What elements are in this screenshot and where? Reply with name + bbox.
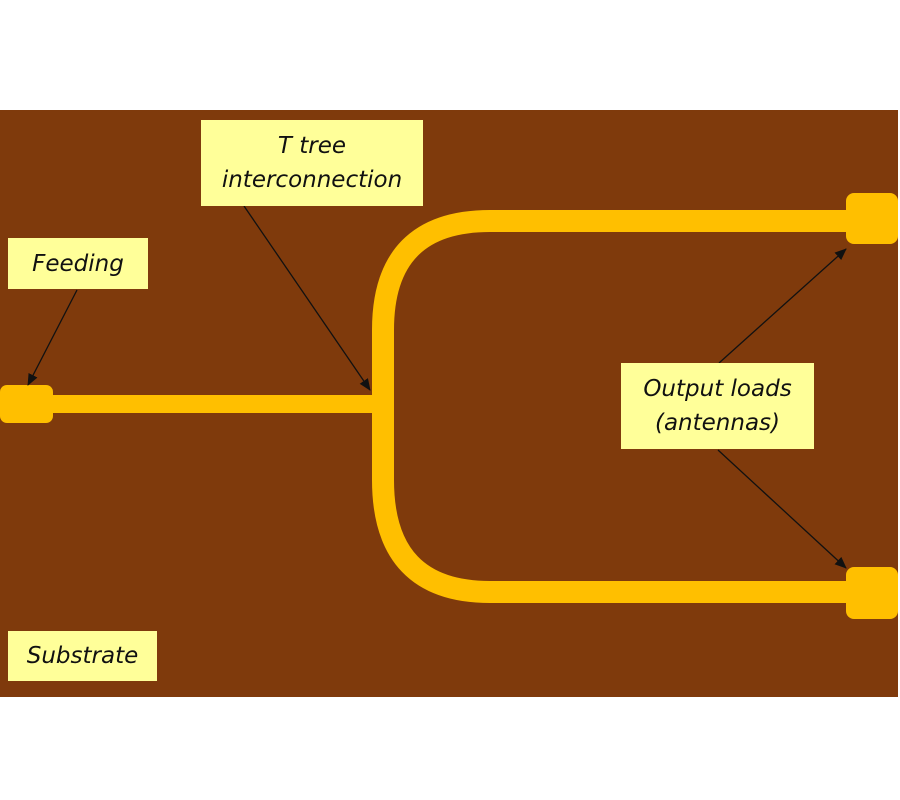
feeding-label-text: Feeding — [32, 250, 124, 277]
t-tree-label-line1: T tree — [277, 133, 347, 159]
output-bottom-arrow — [717, 449, 847, 569]
feeding-label: Feeding — [8, 238, 148, 289]
output-loads-label: Output loads (antennas) — [621, 363, 814, 449]
output-load-bottom — [846, 567, 898, 619]
output-loads-label-line1: Output loads — [643, 376, 792, 402]
substrate-label: Substrate — [8, 631, 157, 681]
feeding-port — [0, 385, 53, 423]
output-top-arrow — [718, 248, 847, 364]
t-tree-label: T tree interconnection — [201, 120, 423, 206]
t-tree-interconnection — [372, 210, 860, 603]
output-load-top — [846, 193, 898, 244]
t-tree-label-line2: interconnection — [221, 167, 403, 193]
feeding-arrow — [27, 289, 78, 386]
feed-line — [40, 395, 385, 413]
substrate-label-text: Substrate — [26, 643, 139, 669]
t-tree-arrow — [243, 205, 371, 391]
output-loads-label-line2: (antennas) — [654, 410, 781, 436]
